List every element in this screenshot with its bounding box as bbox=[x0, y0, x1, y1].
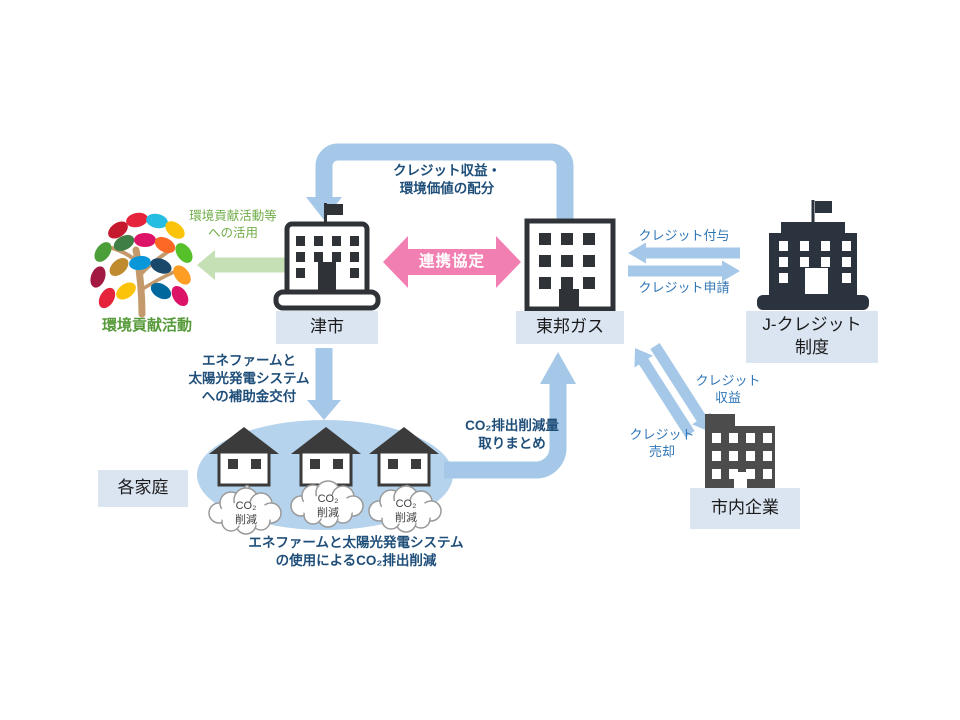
co2-cloud bbox=[208, 487, 282, 535]
credit-grant-label: クレジット付与 bbox=[638, 228, 730, 243]
node-j-credit: J-クレジット 制度 bbox=[746, 311, 878, 363]
credit-return-label: クレジット収益・ 環境価値の配分 bbox=[393, 163, 501, 196]
node-companies: 市内企業 bbox=[690, 488, 800, 529]
tsu-city-building-icon bbox=[273, 203, 381, 311]
co2-cloud-label: CO₂ 削減 bbox=[395, 498, 417, 524]
toho-gas-building-icon bbox=[524, 218, 616, 312]
co2-collect-label: CO₂排出削減量 取りまとめ bbox=[465, 418, 559, 451]
house-icon bbox=[291, 427, 361, 496]
company-building-icon bbox=[705, 414, 775, 488]
caption-label: エネファームと太陽光発電システム の使用によるCO₂排出削減 bbox=[248, 535, 464, 568]
credit-apply-arrow bbox=[628, 260, 740, 282]
env-activity-label: 環境貢献活動 bbox=[101, 317, 193, 334]
credit-sale-arrow bbox=[650, 343, 711, 432]
partnership-arrow bbox=[383, 236, 521, 288]
env-use-arrow bbox=[197, 250, 285, 280]
node-toho-gas: 東邦ガス bbox=[516, 311, 624, 344]
credit-revenue-arrow bbox=[634, 348, 695, 437]
credit-apply-label: クレジット申請 bbox=[638, 280, 730, 295]
sdg-tree-icon bbox=[90, 212, 193, 318]
node-households: 各家庭 bbox=[98, 470, 188, 507]
subsidy-arrow bbox=[307, 348, 341, 420]
co2-cloud bbox=[290, 480, 364, 528]
node-tsu-city: 津市 bbox=[276, 311, 378, 344]
env-use-label: 環境貢献活動等 への活用 bbox=[189, 209, 277, 240]
j-credit-building-icon bbox=[757, 200, 869, 310]
co2-cloud-label: CO₂ 削減 bbox=[317, 493, 339, 519]
partnership-label: 連携協定 bbox=[418, 253, 486, 270]
credit-grant-arrow bbox=[628, 242, 740, 264]
credit-revenue-label: クレジット 収益 bbox=[695, 373, 761, 406]
co2-cloud bbox=[368, 485, 442, 533]
co2-collect-arrow bbox=[444, 352, 576, 479]
co2-cloud-label: CO₂ 削減 bbox=[235, 500, 257, 526]
credit-sale-label: クレジット 売却 bbox=[629, 427, 695, 460]
subsidy-label: エネファームと 太陽光発電システム への補助金交付 bbox=[188, 353, 310, 404]
